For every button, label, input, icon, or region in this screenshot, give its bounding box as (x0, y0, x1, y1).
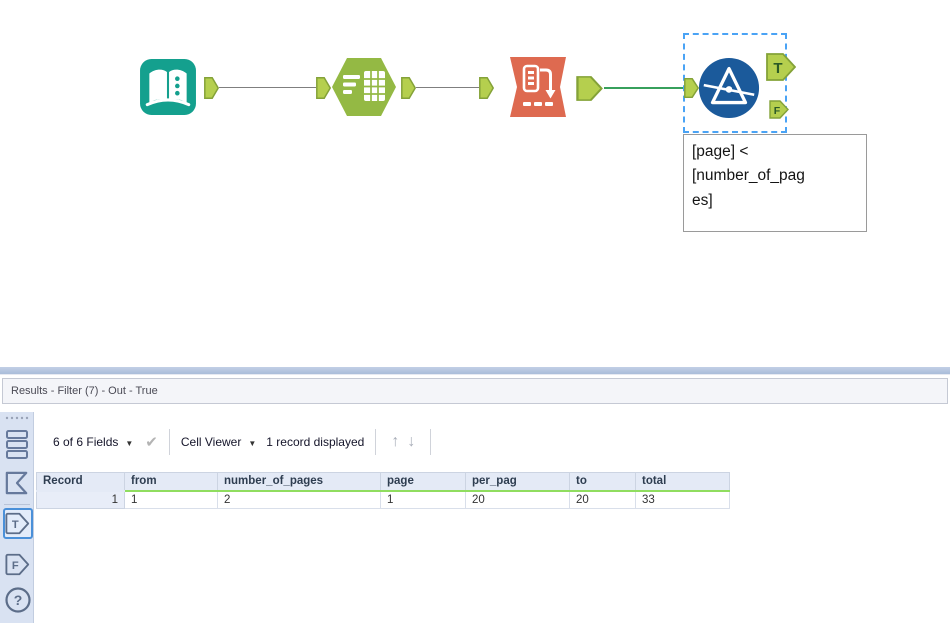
cell-record[interactable]: 1 (36, 490, 125, 509)
record-count-text: 1 record displayed (266, 435, 365, 449)
input-data-tool[interactable] (139, 58, 197, 121)
cell-from[interactable]: 1 (124, 490, 218, 509)
cell-page[interactable]: 1 (380, 490, 466, 509)
column-header-total[interactable]: total (635, 472, 730, 492)
filter-icon (698, 57, 760, 119)
input-anchor[interactable] (684, 78, 700, 103)
annotation-line: [number_of_pag (692, 167, 805, 185)
column-header-from[interactable]: from (124, 472, 218, 492)
arrow-down-icon[interactable]: ↓ (407, 433, 416, 450)
connection-3-selected[interactable] (604, 87, 686, 89)
results-sidebar: T F ? (0, 412, 34, 623)
table-row: 1 1 2 1 20 20 33 (36, 490, 730, 509)
anchor-true-label: T (12, 519, 19, 531)
table-header-row: Record from number_of_pages page per_pag… (36, 472, 730, 492)
input-anchor[interactable] (479, 77, 495, 104)
text-input-icon (332, 58, 396, 116)
fields-dropdown[interactable]: 6 of 6 Fields ▼ (53, 435, 133, 449)
cell-number-of-pages[interactable]: 2 (217, 490, 381, 509)
column-header-page[interactable]: page (380, 472, 466, 492)
anchor-true-button[interactable]: T (3, 508, 33, 539)
cell-to[interactable]: 20 (569, 490, 636, 509)
results-title: Results - Filter (7) - Out - True (11, 385, 158, 397)
help-button[interactable]: ? (3, 584, 33, 615)
annotation-line: es] (692, 191, 713, 209)
data-view-icon[interactable] (5, 429, 29, 461)
toolbar-separator (168, 429, 170, 455)
cell-per-pag[interactable]: 20 (465, 490, 570, 509)
arrow-up-icon[interactable]: ↑ (391, 433, 400, 450)
results-toolbar: 6 of 6 Fields ▼ ✔ Cell Viewer ▼ 1 record… (35, 412, 950, 472)
filter-tool[interactable] (697, 56, 761, 125)
sidebar-divider (4, 504, 30, 505)
cell-viewer-dropdown[interactable]: Cell Viewer ▼ (181, 435, 256, 449)
results-table: Record from number_of_pages page per_pag… (36, 472, 730, 509)
tool-selection-outline (683, 33, 787, 133)
apply-checkmark-icon[interactable]: ✔ (145, 434, 158, 451)
true-anchor-label: T (773, 60, 782, 77)
results-header-bar: Results - Filter (7) - Out - True (2, 378, 948, 404)
results-panel: T F ? 6 of 6 Fields ▼ (0, 412, 950, 623)
column-header-number-of-pages[interactable]: number_of_pages (217, 472, 381, 492)
toolbar-separator (430, 429, 432, 455)
output-anchor[interactable] (401, 77, 417, 104)
false-output-anchor[interactable]: F (769, 100, 789, 124)
output-anchor[interactable] (576, 76, 603, 106)
results-main-area: 6 of 6 Fields ▼ ✔ Cell Viewer ▼ 1 record… (35, 412, 950, 623)
cell-viewer-label: Cell Viewer (180, 435, 242, 449)
column-header-record[interactable]: Record (36, 472, 125, 492)
input-data-icon (140, 59, 196, 115)
generate-rows-icon (510, 57, 566, 117)
output-anchor[interactable] (204, 77, 220, 104)
anchor-false-button[interactable]: F (3, 549, 33, 580)
annotation-line: [page] < (692, 143, 749, 160)
input-anchor[interactable] (316, 77, 332, 104)
anchor-false-label: F (12, 560, 19, 572)
help-icon: ? (14, 592, 23, 608)
generate-rows-tool[interactable] (504, 55, 572, 124)
connection-2[interactable] (416, 87, 479, 88)
connection-1[interactable] (219, 87, 316, 88)
toolbar-separator (375, 429, 377, 455)
text-input-tool[interactable] (330, 55, 398, 124)
column-header-to[interactable]: to (569, 472, 636, 492)
fields-dropdown-label: 6 of 6 Fields (53, 435, 119, 449)
false-anchor-label: F (774, 105, 781, 117)
drag-handle-icon[interactable] (4, 415, 30, 421)
column-header-per-pag[interactable]: per_pag (465, 472, 570, 492)
chevron-down-icon: ▼ (248, 438, 257, 448)
panel-splitter-bar[interactable] (0, 367, 950, 375)
workflow-canvas[interactable]: T F [page] < [number_of_pag es] (0, 0, 950, 367)
chevron-down-icon: ▼ (125, 438, 134, 448)
metadata-view-icon[interactable] (5, 468, 29, 498)
cell-total[interactable]: 33 (635, 490, 730, 509)
filter-expression-annotation[interactable]: [page] < [number_of_pag es] (683, 134, 867, 232)
true-output-anchor[interactable]: T (766, 53, 797, 86)
